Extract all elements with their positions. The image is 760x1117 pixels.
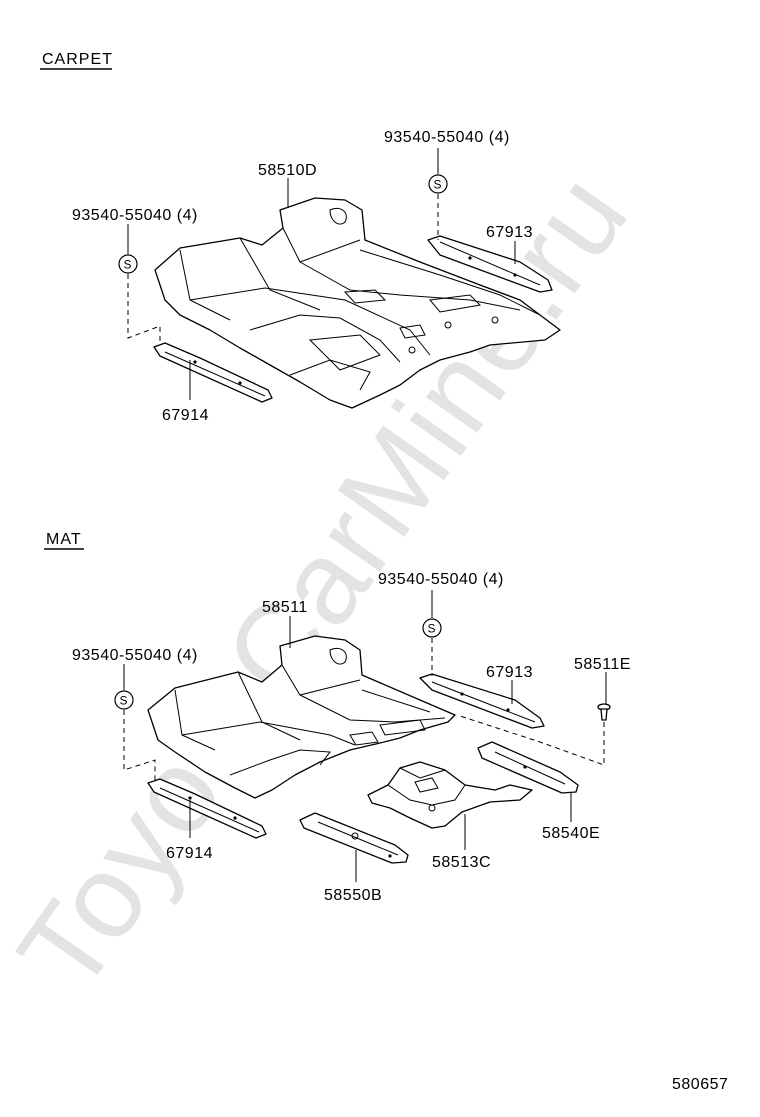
svg-text:S: S (124, 258, 132, 272)
svg-text:S: S (434, 178, 442, 192)
label-mat-rear-pad: 58540E (542, 825, 600, 842)
bolt-symbol-mat-right: S (422, 590, 442, 676)
svg-text:S: S (120, 694, 128, 708)
section-title-carpet: CARPET (42, 51, 113, 68)
label-mat-plate-right: 67913 (486, 664, 533, 681)
mat-section: MAT (44, 531, 631, 904)
svg-text:S: S (428, 622, 436, 636)
label-carpet-plate-right: 67913 (486, 224, 533, 241)
part-mat-58511[interactable] (147, 635, 456, 799)
label-carpet-bolt-right: 93540-55040 (4) (384, 129, 510, 146)
label-carpet-plate-left: 67914 (162, 407, 209, 424)
label-mat-bolt-right: 93540-55040 (4) (378, 571, 504, 588)
label-mat-bolt-left: 93540-55040 (4) (72, 647, 198, 664)
carpet-section: CARPET (40, 51, 561, 424)
part-pad-58540e[interactable] (477, 741, 579, 794)
part-pad-58550b[interactable] (299, 812, 409, 864)
part-tunnel-58513c[interactable] (367, 761, 533, 829)
diagram-code: 580657 (672, 1076, 728, 1093)
bolt-symbol-carpet-left: S (118, 224, 161, 345)
part-plate-67914-mat[interactable] (147, 778, 267, 839)
s-symbol-icon (428, 174, 448, 194)
part-plate-67914-carpet[interactable] (153, 342, 273, 403)
label-mat-tunnel: 58513C (432, 854, 491, 871)
bolt-symbol-carpet-right: S (428, 148, 448, 240)
s-symbol-icon (114, 690, 134, 710)
label-mat-clip: 58511E (574, 656, 631, 673)
s-symbol-icon (422, 618, 442, 638)
part-carpet-58510d[interactable] (154, 197, 561, 409)
bolt-symbol-mat-left: S (114, 664, 156, 780)
part-plate-67913-carpet[interactable] (427, 235, 553, 293)
s-symbol-icon (118, 254, 138, 274)
part-clip-58511e[interactable] (459, 703, 611, 766)
label-carpet-main: 58510D (258, 162, 317, 179)
section-title-mat: MAT (46, 531, 82, 548)
part-plate-67913-mat[interactable] (419, 673, 545, 729)
label-mat-center-pad: 58550B (324, 887, 382, 904)
label-carpet-bolt-left: 93540-55040 (4) (72, 207, 198, 224)
label-mat-plate-left: 67914 (166, 845, 213, 862)
label-mat-main: 58511 (262, 599, 308, 616)
